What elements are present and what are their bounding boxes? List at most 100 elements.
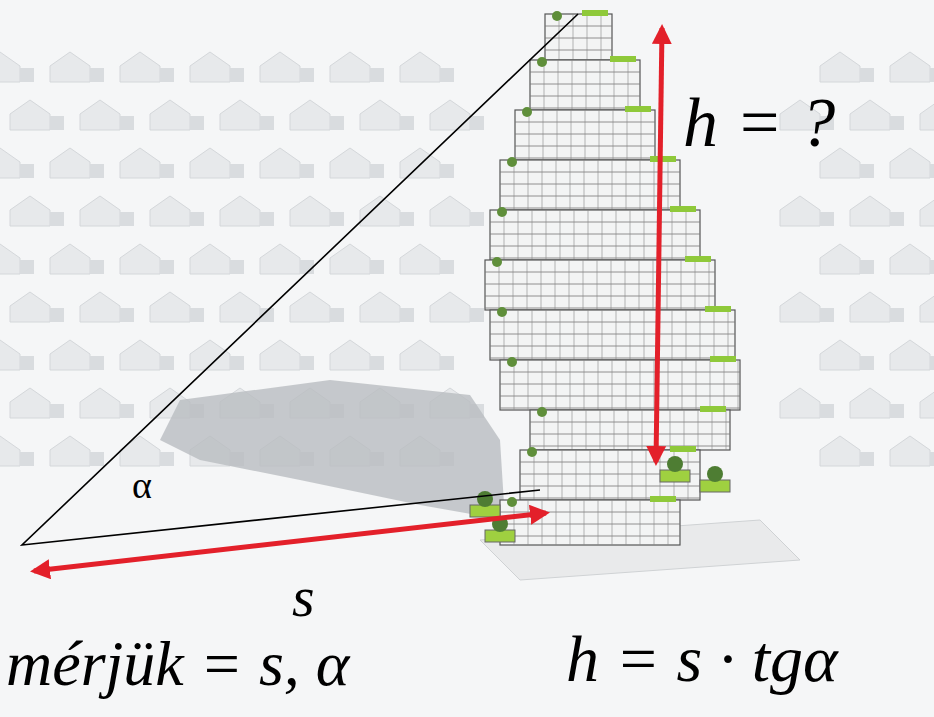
house: [890, 244, 930, 274]
window-line: [534, 450, 535, 500]
window-line: [728, 310, 729, 360]
window-line: [542, 360, 543, 410]
angle-label: α: [132, 466, 152, 504]
window-line: [672, 210, 673, 260]
window-line: [527, 260, 528, 310]
house: [820, 52, 860, 82]
house-side: [230, 68, 244, 82]
tower-block: [515, 110, 655, 160]
house: [330, 148, 370, 178]
house-side: [190, 116, 204, 130]
house: [400, 244, 440, 274]
window-line: [604, 450, 605, 500]
window-line: [528, 360, 529, 410]
window-line: [599, 110, 600, 160]
house: [120, 148, 160, 178]
house-side: [300, 164, 314, 178]
house: [820, 340, 860, 370]
green-terrace: [710, 356, 736, 362]
house: [10, 292, 50, 322]
tree: [537, 407, 547, 417]
tower-block: [490, 310, 735, 360]
house-side: [470, 212, 484, 226]
height-formula: h = s · tgα: [566, 626, 838, 692]
house-side: [400, 116, 414, 130]
window-line: [614, 60, 615, 110]
window-line: [695, 260, 696, 310]
house-side: [120, 116, 134, 130]
house: [330, 52, 370, 82]
house-side: [470, 308, 484, 322]
floor-line: [500, 172, 680, 173]
window-line: [628, 410, 629, 450]
window-line: [600, 410, 601, 450]
window-line: [574, 210, 575, 260]
tower-block: [490, 210, 700, 260]
window-line: [584, 500, 585, 545]
house: [120, 340, 160, 370]
house-side: [860, 68, 874, 82]
house: [80, 388, 120, 418]
window-line: [602, 210, 603, 260]
tree: [527, 447, 537, 457]
house: [50, 148, 90, 178]
house-side: [370, 164, 384, 178]
house-side: [120, 404, 134, 418]
height-arrow: [656, 28, 662, 462]
house-side: [930, 356, 934, 370]
window-line: [724, 360, 725, 410]
house: [260, 244, 300, 274]
floor-line: [500, 512, 680, 513]
house-side: [160, 356, 174, 370]
house-side: [50, 308, 64, 322]
window-line: [542, 160, 543, 210]
house: [820, 244, 860, 274]
window-line: [682, 360, 683, 410]
window-line: [630, 210, 631, 260]
house: [400, 52, 440, 82]
house-side: [160, 452, 174, 466]
house: [850, 100, 890, 130]
tree: [507, 357, 517, 367]
house: [0, 436, 20, 466]
house: [260, 148, 300, 178]
house: [920, 100, 934, 130]
window-line: [598, 500, 599, 545]
floor-line: [530, 72, 640, 73]
window-line: [504, 310, 505, 360]
green-terrace: [610, 56, 636, 62]
house-side: [930, 260, 934, 274]
tree: [537, 57, 547, 67]
floor-line: [520, 486, 700, 487]
window-line: [667, 260, 668, 310]
house: [330, 340, 370, 370]
house: [190, 244, 230, 274]
window-line: [586, 60, 587, 110]
house-side: [860, 260, 874, 274]
green-terrace: [705, 306, 731, 312]
house: [0, 244, 20, 274]
house: [50, 52, 90, 82]
tower-block: [485, 260, 715, 310]
window-line: [588, 210, 589, 260]
window-line: [518, 210, 519, 260]
window-line: [612, 360, 613, 410]
house: [430, 196, 470, 226]
house-side: [230, 260, 244, 274]
window-line: [559, 14, 560, 60]
window-line: [571, 110, 572, 160]
house: [290, 196, 330, 226]
window-line: [668, 500, 669, 545]
window-line: [686, 210, 687, 260]
house-side: [860, 452, 874, 466]
window-line: [712, 410, 713, 450]
house: [0, 52, 20, 82]
window-line: [546, 310, 547, 360]
window-line: [672, 310, 673, 360]
window-line: [670, 410, 671, 450]
house-side: [20, 452, 34, 466]
house-side: [90, 452, 104, 466]
window-line: [668, 160, 669, 210]
house: [220, 292, 260, 322]
